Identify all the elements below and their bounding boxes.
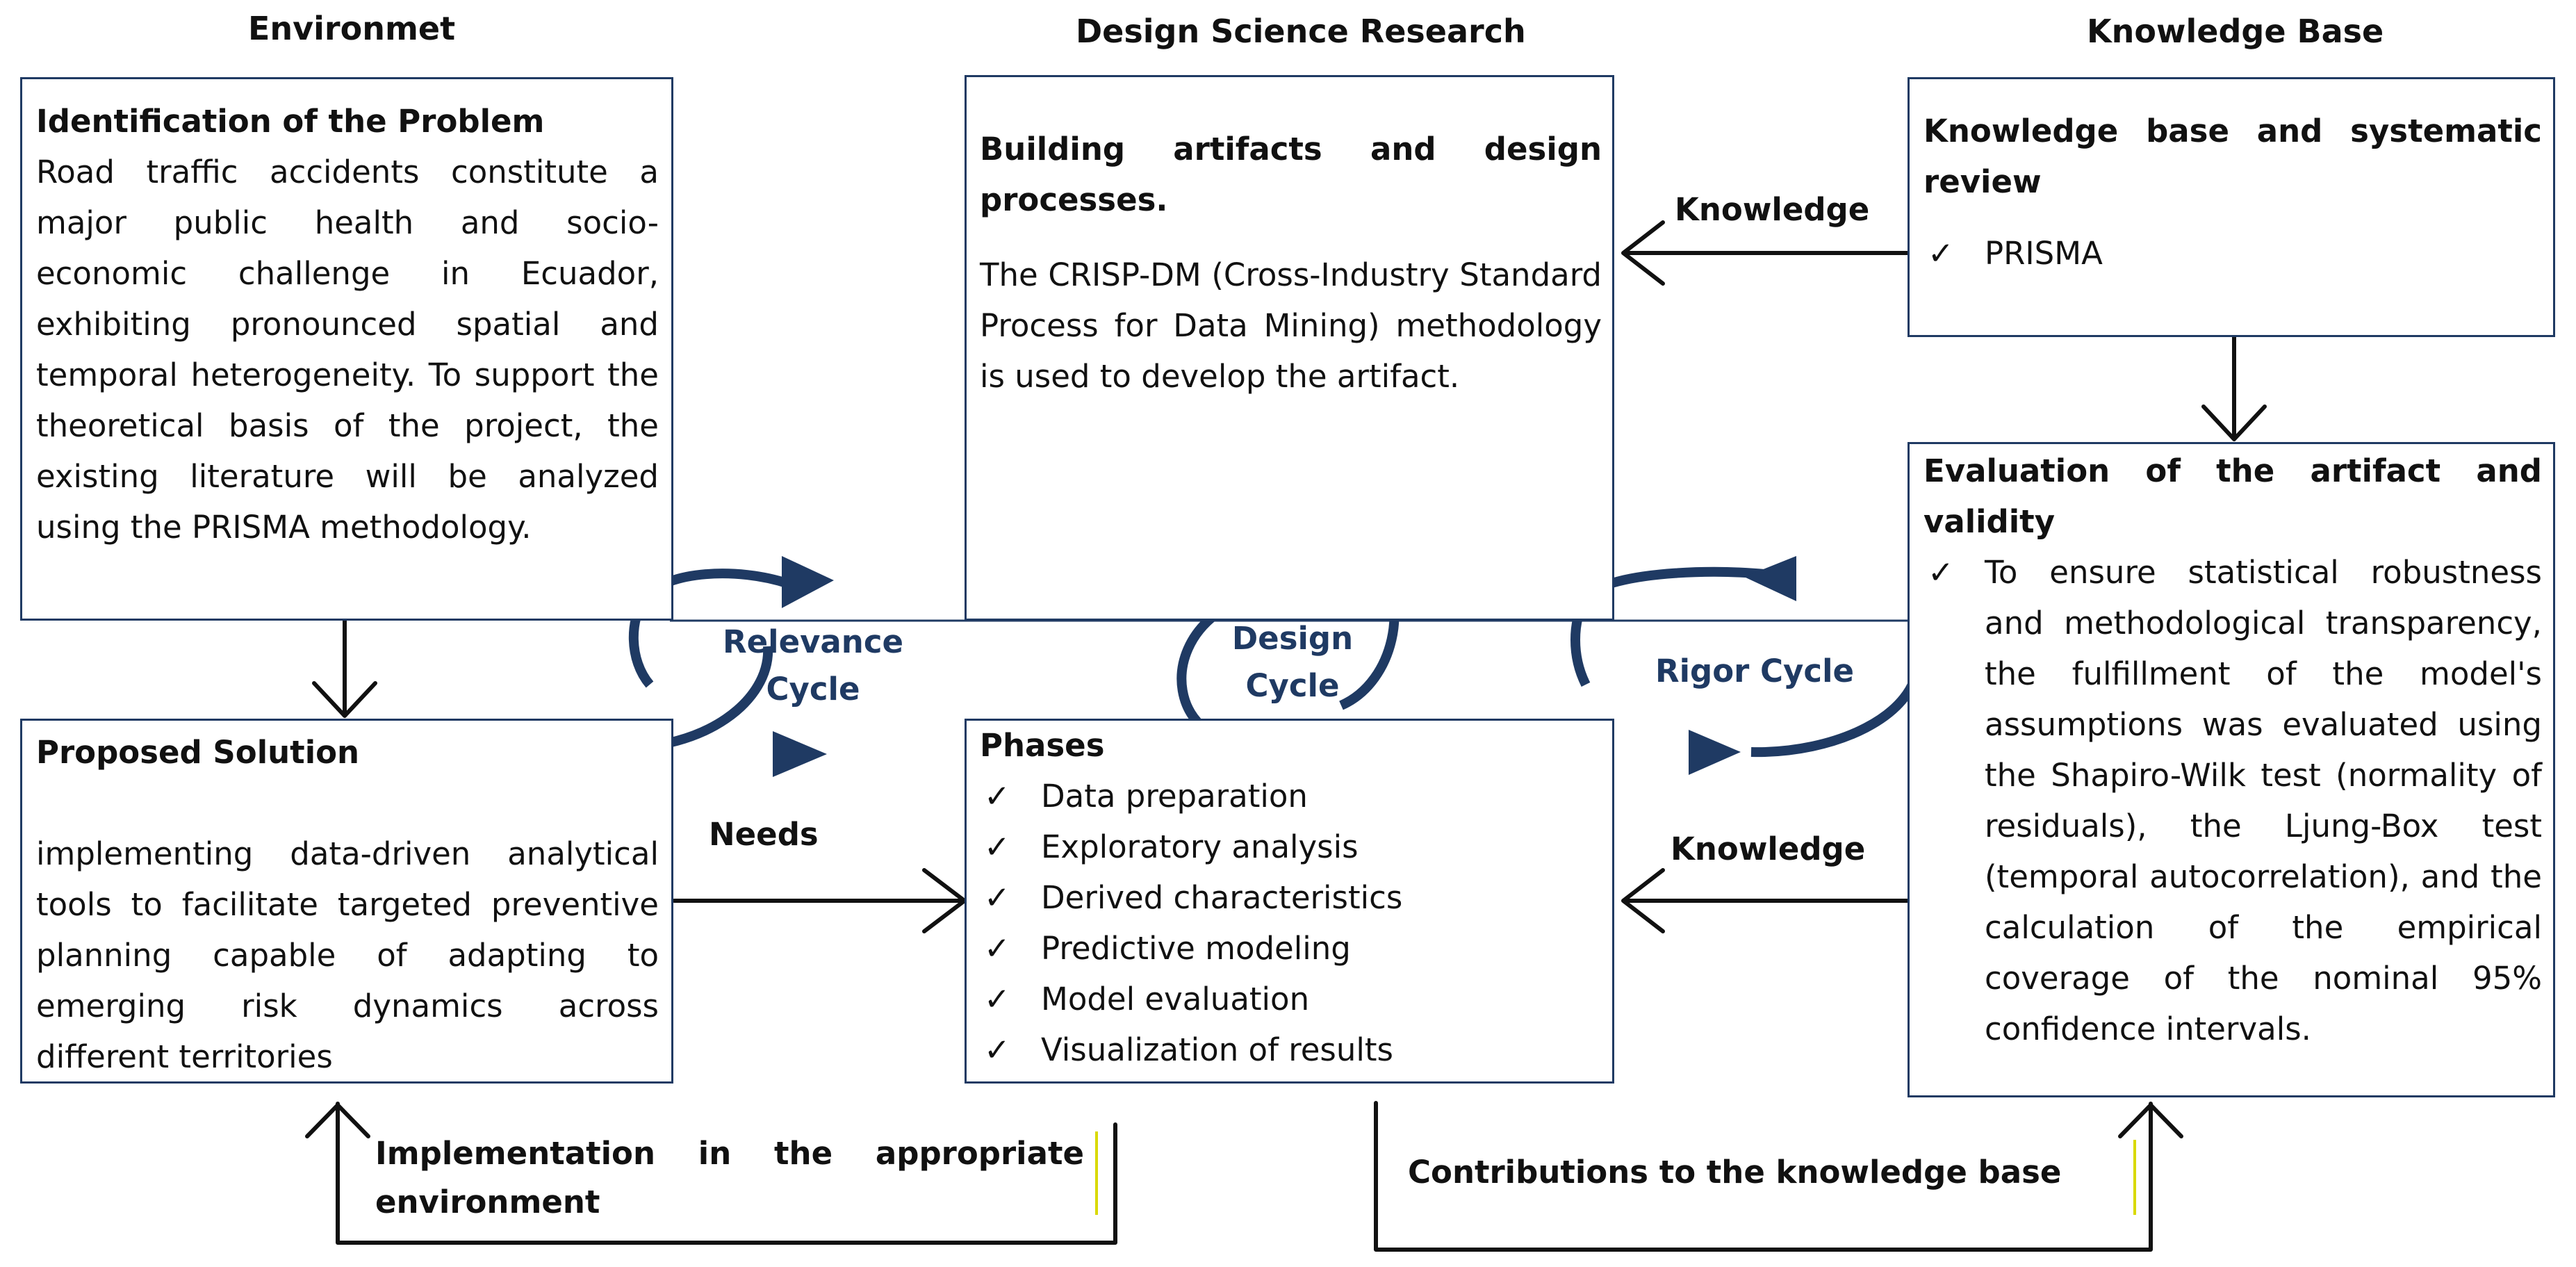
knowledge-bottom-label: Knowledge bbox=[1671, 831, 1866, 867]
phases-title: Phases bbox=[980, 727, 1105, 764]
building-title: Building artifacts and design processes. bbox=[980, 131, 1602, 218]
arrowhead-knowledge-bottom bbox=[1621, 868, 1665, 933]
header-environment: Environmet bbox=[248, 10, 456, 47]
evaluation-content: Evaluation of the artifact and validity … bbox=[1923, 446, 2542, 1054]
relevance-cycle-label: Relevance Cycle bbox=[722, 623, 904, 708]
solution-content: Proposed Solution implementing data-driv… bbox=[36, 727, 659, 1082]
problem-box bbox=[20, 77, 673, 621]
phase-item: Exploratory analysis bbox=[980, 821, 1602, 872]
building-box bbox=[965, 75, 1614, 621]
rigor-cycle-head-top bbox=[1744, 556, 1796, 601]
header-dsr: Design Science Research bbox=[1076, 13, 1526, 50]
phase-item: Data preparation bbox=[980, 771, 1602, 821]
relevance-cycle-head-bottom bbox=[773, 731, 827, 777]
solution-body: implementing data-driven analytical tool… bbox=[36, 835, 659, 1075]
problem-body: Road traffic accidents constitute a majo… bbox=[36, 154, 659, 546]
phase-item: Visualization of results bbox=[980, 1024, 1602, 1075]
arrowhead-knowledge-top bbox=[1621, 220, 1665, 286]
phase-item: Model evaluation bbox=[980, 974, 1602, 1024]
rigor-cycle-head-bottom bbox=[1689, 730, 1741, 775]
kb-review-title: Knowledge base and systematic review bbox=[1923, 113, 2542, 200]
design-cycle-label: Design Cycle bbox=[1231, 620, 1354, 704]
problem-title: Identification of the Problem bbox=[36, 103, 545, 140]
implementation-label: Implementation in the appropriate enviro… bbox=[375, 1135, 1084, 1220]
needs-label: Needs bbox=[709, 816, 819, 853]
header-knowledge-base: Knowledge Base bbox=[2087, 13, 2384, 50]
building-content: Building artifacts and design processes.… bbox=[980, 124, 1602, 402]
phase-item: Derived characteristics bbox=[980, 872, 1602, 923]
evaluation-list: To ensure statistical robustness and met… bbox=[1923, 547, 2542, 1054]
arrowhead-implementation bbox=[305, 1103, 370, 1138]
evaluation-title: Evaluation of the artifact and validity bbox=[1923, 452, 2542, 540]
building-body: The CRISP-DM (Cross-Industry Standard Pr… bbox=[980, 256, 1602, 395]
kb-review-content: Knowledge base and systematic review PRI… bbox=[1923, 106, 2542, 279]
problem-content: Identification of the Problem Road traff… bbox=[36, 96, 659, 553]
phases-list: Data preparation Exploratory analysis De… bbox=[980, 771, 1602, 1075]
arrow-implementation-loop bbox=[336, 1102, 1117, 1245]
phases-content: Phases Data preparation Exploratory anal… bbox=[980, 720, 1602, 1075]
evaluation-item: To ensure statistical robustness and met… bbox=[1923, 547, 2542, 1054]
kb-review-box bbox=[1908, 77, 2555, 337]
kb-review-item: PRISMA bbox=[1923, 228, 2542, 279]
arrowhead-problem-to-solution bbox=[312, 681, 377, 718]
arrowhead-kb-to-evaluation bbox=[2201, 404, 2267, 441]
arrow-contributions-loop bbox=[1374, 1101, 2153, 1252]
solution-title: Proposed Solution bbox=[36, 734, 360, 771]
solution-box bbox=[20, 719, 673, 1084]
relevance-cycle-head-top bbox=[782, 556, 834, 608]
contributions-label: Contributions to the knowledge base bbox=[1408, 1154, 2062, 1191]
phase-item: Predictive modeling bbox=[980, 923, 1602, 974]
kb-review-list: PRISMA bbox=[1923, 228, 2542, 279]
rigor-cycle-label: Rigor Cycle bbox=[1655, 653, 1855, 689]
knowledge-top-label: Knowledge bbox=[1675, 191, 1870, 228]
arrowhead-contributions bbox=[2118, 1103, 2183, 1138]
